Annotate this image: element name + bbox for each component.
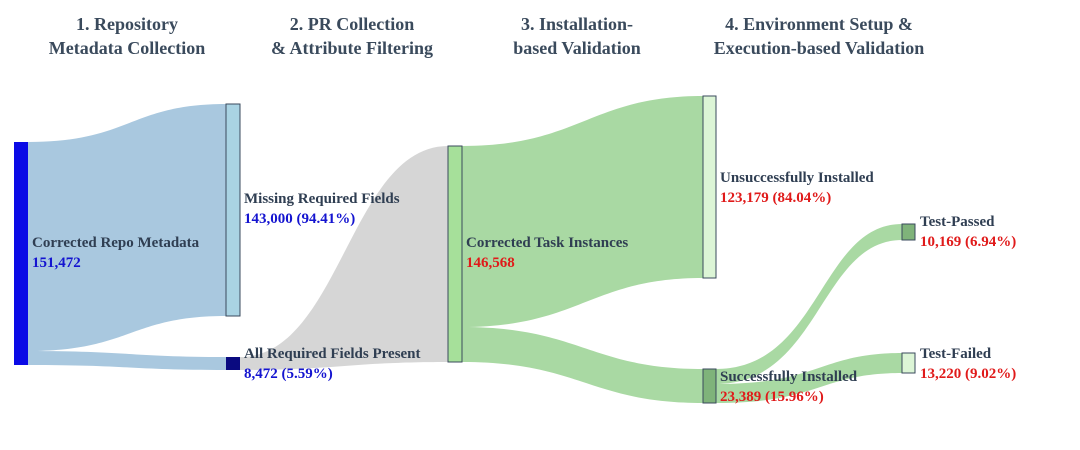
label-tasks: Corrected Task Instances 146,568 (466, 233, 628, 273)
label-tasks-value: 146,568 (466, 255, 515, 271)
label-unsuccessful-value: 123,179 (84.04%) (720, 190, 832, 206)
stage-title-2-line2: & Attribute Filtering (271, 38, 433, 58)
label-present-value: 8,472 (5.59%) (244, 366, 333, 382)
node-unsuccessful-bar (702, 95, 717, 279)
link-repo-to-present (28, 351, 226, 370)
stage-title-4-line2: Execution-based Validation (713, 38, 925, 58)
stage-title-3-line1: 3. Installation- (520, 14, 634, 34)
label-missing: Missing Required Fields 143,000 (94.41%) (244, 189, 400, 229)
node-successful-bar (702, 368, 717, 404)
stage-title-1-line1: 1. Repository (76, 14, 178, 34)
node-missing-bar (225, 103, 241, 317)
label-unsuccessful-name: Unsuccessfully Installed (720, 170, 874, 186)
label-passed-name: Test-Passed (920, 214, 995, 230)
label-repo-value: 151,472 (32, 255, 81, 271)
node-present-bar (226, 357, 240, 370)
link-repo-to-missing (28, 104, 226, 351)
stage-title-1: 1. Repository Metadata Collection (0, 12, 257, 60)
label-missing-value: 143,000 (94.41%) (244, 211, 356, 227)
stage-title-3: 3. Installation- based Validation (447, 12, 707, 60)
label-successful: Successfully Installed 23,389 (15.96%) (720, 367, 857, 407)
label-missing-name: Missing Required Fields (244, 191, 400, 207)
link-present-to-tasks (240, 146, 448, 370)
label-failed-name: Test-Failed (920, 346, 992, 362)
stage-title-2-line1: 2. PR Collection (289, 14, 415, 34)
link-tasks-to-unsuccessful (462, 96, 703, 327)
label-failed-value: 13,220 (9.02%) (920, 366, 1017, 382)
label-passed: Test-Passed 10,169 (6.94%) (920, 212, 1016, 252)
link-tasks-to-successful (462, 327, 703, 403)
label-successful-value: 23,389 (15.96%) (720, 389, 824, 405)
stage-title-4: 4. Environment Setup & Execution-based V… (689, 12, 949, 60)
label-present-name: All Required Fields Present (244, 346, 421, 362)
label-present: All Required Fields Present 8,472 (5.59%… (244, 344, 421, 384)
label-passed-value: 10,169 (6.94%) (920, 234, 1017, 250)
label-failed: Test-Failed 13,220 (9.02%) (920, 344, 1016, 384)
node-repo-bar (14, 142, 28, 365)
label-successful-name: Successfully Installed (720, 369, 858, 385)
label-repo: Corrected Repo Metadata 151,472 (32, 233, 199, 273)
node-passed-bar (901, 223, 916, 241)
label-tasks-name: Corrected Task Instances (466, 235, 629, 251)
node-tasks-bar (447, 145, 463, 363)
label-repo-name: Corrected Repo Metadata (32, 235, 200, 251)
stage-title-3-line2: based Validation (513, 38, 641, 58)
link-successful-to-failed (716, 353, 902, 403)
stage-title-4-line1: 4. Environment Setup & (725, 14, 913, 34)
link-successful-to-passed (716, 224, 902, 384)
stage-title-1-line2: Metadata Collection (48, 38, 206, 58)
node-failed-bar (901, 352, 916, 374)
label-unsuccessful: Unsuccessfully Installed 123,179 (84.04%… (720, 168, 874, 208)
stage-title-2: 2. PR Collection & Attribute Filtering (222, 12, 482, 60)
